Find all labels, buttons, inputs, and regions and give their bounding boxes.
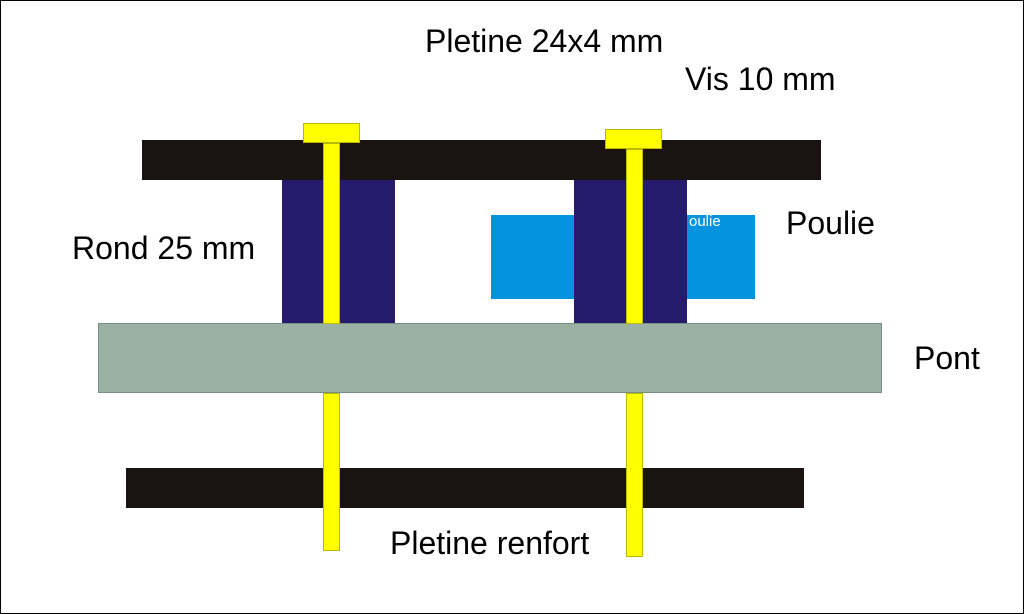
label-rond: Rond 25 mm <box>72 230 256 266</box>
vis-right-shaft-lower <box>626 393 643 557</box>
vis-right-shaft-upper <box>626 149 643 324</box>
pont-plate <box>98 323 882 393</box>
label-pletine-renfort: Pletine renfort <box>390 525 590 561</box>
vis-left-shaft-lower <box>323 393 340 551</box>
vis-left-head <box>303 123 360 143</box>
label-poulie: Poulie <box>786 205 875 241</box>
pletine-renfort-bar <box>126 468 804 508</box>
poulie-inner-label: oulie <box>689 213 721 230</box>
label-pont: Pont <box>914 340 980 376</box>
label-pletine-top: Pletine 24x4 mm <box>425 23 664 59</box>
vis-right-head <box>605 129 662 149</box>
label-vis: Vis 10 mm <box>685 61 836 97</box>
vis-left-shaft-upper <box>323 143 340 324</box>
pletine-top-bar <box>142 140 821 180</box>
